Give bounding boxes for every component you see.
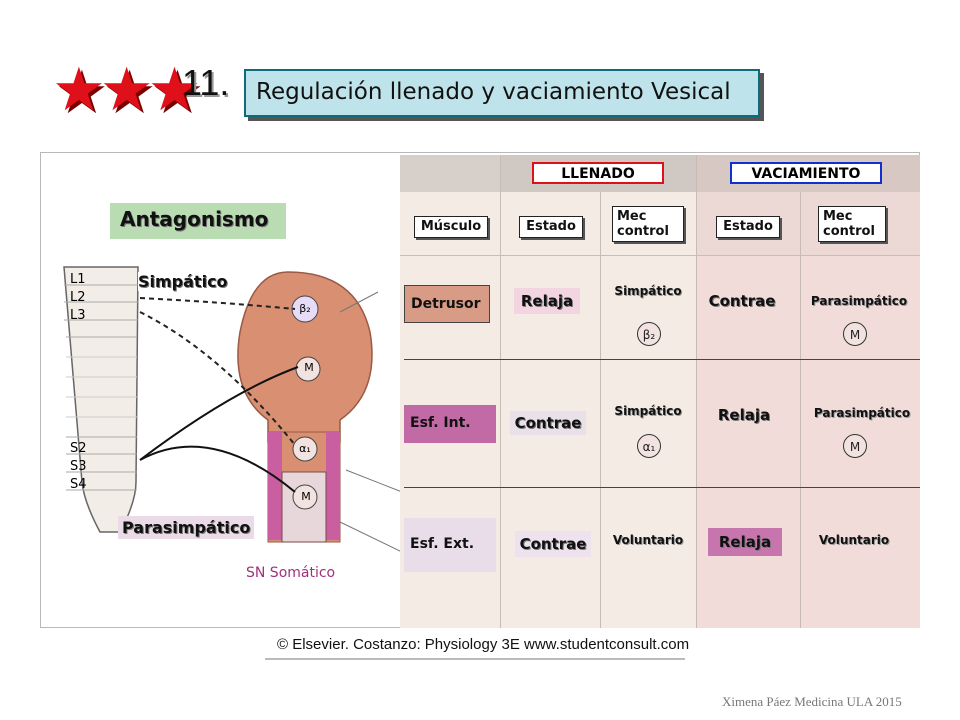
header-divider xyxy=(400,255,920,256)
beta2-receptor-circle xyxy=(291,295,319,323)
muscarinic-receptor-icon: M xyxy=(843,434,867,458)
vertebra-label: S4 xyxy=(70,477,87,492)
parasimpatico-label: Parasimpático xyxy=(118,516,255,539)
alpha1-receptor-icon: α₁ xyxy=(637,434,661,458)
vertebra-label: L3 xyxy=(70,308,86,323)
vertebra-label: S2 xyxy=(70,441,87,456)
receptor-label: β₂ xyxy=(299,302,311,315)
column-header-mec-vaciamiento: Mec control xyxy=(818,206,886,242)
antagonismo-label: Antagonismo xyxy=(110,203,286,239)
esf-int-estado-vaciamiento: Relaja xyxy=(717,406,771,424)
phase-vaciamiento-label: VACIAMIENTO xyxy=(730,162,882,184)
column-header-musculo: Músculo xyxy=(414,216,488,238)
spinal-cord xyxy=(63,266,139,533)
vaciamiento-section-background xyxy=(696,255,920,628)
esf-ext-estado-llenado: Contrae xyxy=(515,531,591,557)
grid-line xyxy=(600,192,601,628)
sympathetic-nerve-1 xyxy=(139,297,296,310)
slide-number: 11. xyxy=(182,62,230,103)
row-divider xyxy=(404,487,920,488)
m-receptor-circle xyxy=(295,356,321,382)
receptor-label: M xyxy=(301,490,311,503)
row-musculo-esf-ext: Esf. Ext. xyxy=(404,518,496,572)
row-divider xyxy=(404,359,920,360)
beta2-receptor-icon: β₂ xyxy=(637,322,661,346)
figure-credit: © Elsevier. Costanzo: Physiology 3E www.… xyxy=(277,636,690,653)
column-header-mec-llenado: Mec control xyxy=(612,206,684,242)
detrusor-estado-llenado: Relaja xyxy=(514,288,580,314)
parasympathetic-nerve-2 xyxy=(139,445,296,493)
simpatico-label: Simpático xyxy=(138,272,228,291)
grid-line xyxy=(500,155,501,628)
pointer-line xyxy=(339,291,379,313)
vertebra-label: L2 xyxy=(70,290,86,305)
detrusor-estado-vaciamiento: Contrae xyxy=(708,292,776,310)
grid-line xyxy=(696,155,697,628)
muscarinic-receptor-icon: M xyxy=(843,322,867,346)
esf-ext-mec-llenado: Voluntario xyxy=(612,533,684,547)
vertebra-label: S3 xyxy=(70,459,87,474)
slide-title: Regulación llenado y vaciamiento Vesical xyxy=(256,79,731,105)
receptor-label: M xyxy=(304,361,314,374)
esf-ext-mec-vaciamiento: Voluntario xyxy=(818,533,890,547)
grid-line xyxy=(800,192,801,628)
internal-sphincter-right xyxy=(326,432,340,540)
esf-int-mec-llenado: Simpático xyxy=(614,404,682,418)
vertebra-label: L1 xyxy=(70,272,86,287)
pointer-line xyxy=(345,469,400,492)
row-musculo-esf-int: Esf. Int. xyxy=(404,405,496,443)
sn-somatico-label: SN Somático xyxy=(246,565,336,581)
author-footer: Ximena Páez Medicina ULA 2015 xyxy=(722,694,902,709)
title-box: Regulación llenado y vaciamiento Vesical xyxy=(244,69,760,117)
column-header-estado-llenado: Estado xyxy=(519,216,583,238)
receptor-label: α₁ xyxy=(299,442,311,455)
column-header-estado-vaciamiento: Estado xyxy=(716,216,780,238)
stars-decoration: ★★★ xyxy=(52,55,201,125)
parasympathetic-nerve-1 xyxy=(139,366,299,461)
m-receptor-circle-ext xyxy=(292,484,318,510)
internal-sphincter-left xyxy=(268,432,282,540)
detrusor-mec-vaciamiento: Parasimpático xyxy=(810,294,908,308)
esf-int-estado-llenado: Contrae xyxy=(510,411,586,435)
detrusor-mec-llenado: Simpático xyxy=(614,284,682,298)
esf-int-mec-vaciamiento: Parasimpático xyxy=(813,406,911,420)
esf-ext-estado-vaciamiento: Relaja xyxy=(708,528,782,556)
pointer-line xyxy=(339,521,400,552)
alpha1-receptor-circle xyxy=(292,436,318,462)
bladder-innervation-diagram xyxy=(63,266,400,552)
row-musculo-detrusor: Detrusor xyxy=(404,285,490,323)
phase-llenado-label: LLENADO xyxy=(532,162,664,184)
credit-divider xyxy=(265,658,685,660)
sympathetic-nerve-2 xyxy=(139,311,296,446)
